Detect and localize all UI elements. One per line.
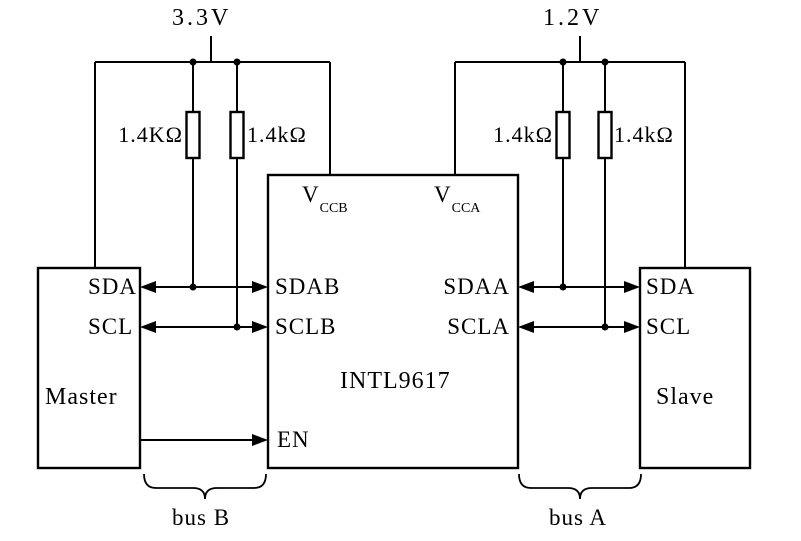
bus-arrows (140, 281, 640, 446)
supply-voltage-right: 1.2V (543, 5, 603, 31)
chip-pin-sdaa: SDAA (443, 274, 510, 299)
resistors (185, 110, 613, 160)
braces (143, 473, 642, 500)
junction-dot (601, 58, 609, 66)
master-pin-scl: SCL (88, 314, 134, 339)
junction-dot (189, 283, 197, 291)
resistor-label-right-sda: 1.4kΩ (493, 122, 553, 147)
arrow-shafts (140, 286, 628, 441)
arrowhead-right-icon (624, 281, 640, 293)
arrowhead-left-icon (518, 321, 534, 333)
junction-dot (559, 58, 567, 66)
arrowhead-en-icon (252, 434, 268, 446)
wire-left-pullups (192, 62, 238, 327)
chip-pin-scla: SCLA (447, 314, 510, 339)
arrowhead-left-icon (140, 321, 156, 333)
junction-dots (189, 58, 609, 331)
arrowhead-left-icon (140, 281, 156, 293)
bus-b-label: bus B (172, 505, 231, 530)
wire-right-supply (454, 36, 686, 268)
junction-dot (233, 323, 241, 331)
brace-bus-a (518, 473, 642, 500)
resistor-left-sda (185, 110, 201, 160)
slave-pin-scl: SCL (646, 314, 692, 339)
chip-name: INTL9617 (340, 368, 451, 394)
resistor-label-left-scl: 1.4kΩ (247, 122, 307, 147)
arrow-heads (140, 281, 640, 446)
junction-dot (559, 283, 567, 291)
resistor-left-scl (229, 110, 245, 160)
junction-dot (233, 58, 241, 66)
vccb-main: V (302, 182, 320, 207)
chip-pin-vccb: VCCB (302, 182, 348, 215)
wire-left-supply (94, 36, 331, 268)
slave-pin-sda: SDA (646, 274, 696, 299)
junction-dot (189, 58, 197, 66)
slave-name: Slave (656, 384, 715, 410)
resistor-right-scl (597, 110, 613, 160)
slave-box (638, 266, 752, 470)
wire-right-pullups (562, 62, 606, 327)
resistor-right-sda (555, 110, 571, 160)
arrowhead-right-icon (252, 281, 268, 293)
arrowhead-right-icon (624, 321, 640, 333)
resistor-label-left-sda: 1.4KΩ (118, 122, 183, 147)
master-pin-sda: SDA (88, 274, 138, 299)
junction-dot (601, 323, 609, 331)
chip-box (266, 173, 520, 470)
resistor-label-right-scl: 1.4kΩ (614, 122, 674, 147)
vcca-main: V (434, 182, 452, 207)
supply-voltage-left: 3.3V (172, 5, 232, 31)
chip-pin-vcca: VCCA (434, 182, 480, 215)
master-name: Master (45, 384, 118, 410)
chip-pin-en: EN (277, 427, 310, 452)
wires (94, 36, 686, 327)
arrowhead-right-icon (252, 321, 268, 333)
chip-pin-sdab: SDAB (275, 274, 341, 299)
master-box (36, 266, 142, 470)
vcca-subscript: CCA (451, 200, 481, 216)
brace-bus-b (143, 473, 267, 500)
chip-pin-sclb: SCLB (275, 314, 337, 339)
blocks (36, 173, 752, 470)
arrowhead-left-icon (518, 281, 534, 293)
vccb-subscript: CCB (319, 200, 348, 216)
bus-a-label: bus A (549, 505, 608, 530)
